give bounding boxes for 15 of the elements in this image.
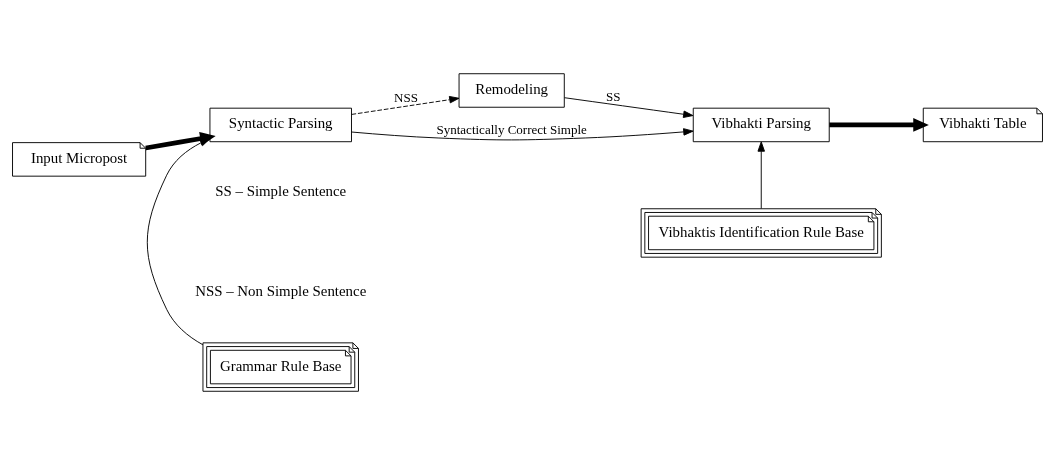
arrow — [351, 127, 694, 140]
node-box: Remodeling — [458, 72, 565, 108]
edge-label: NSS — [394, 89, 418, 105]
edge-label: SS — [605, 88, 621, 104]
arrow — [146, 137, 211, 345]
arrow — [145, 131, 216, 150]
arrow — [829, 117, 929, 132]
node-box: Syntactic Parsing — [209, 107, 352, 142]
label: SS – Simple Sentence — [215, 182, 347, 199]
arrow — [757, 140, 765, 209]
node-box: Vibhakti Parsing — [692, 107, 830, 142]
edge-label: Syntactically Correct Simple — [436, 121, 587, 137]
arrow — [351, 95, 460, 115]
arrow — [564, 96, 694, 118]
label: NSS – Non Simple Sentence — [195, 282, 367, 299]
